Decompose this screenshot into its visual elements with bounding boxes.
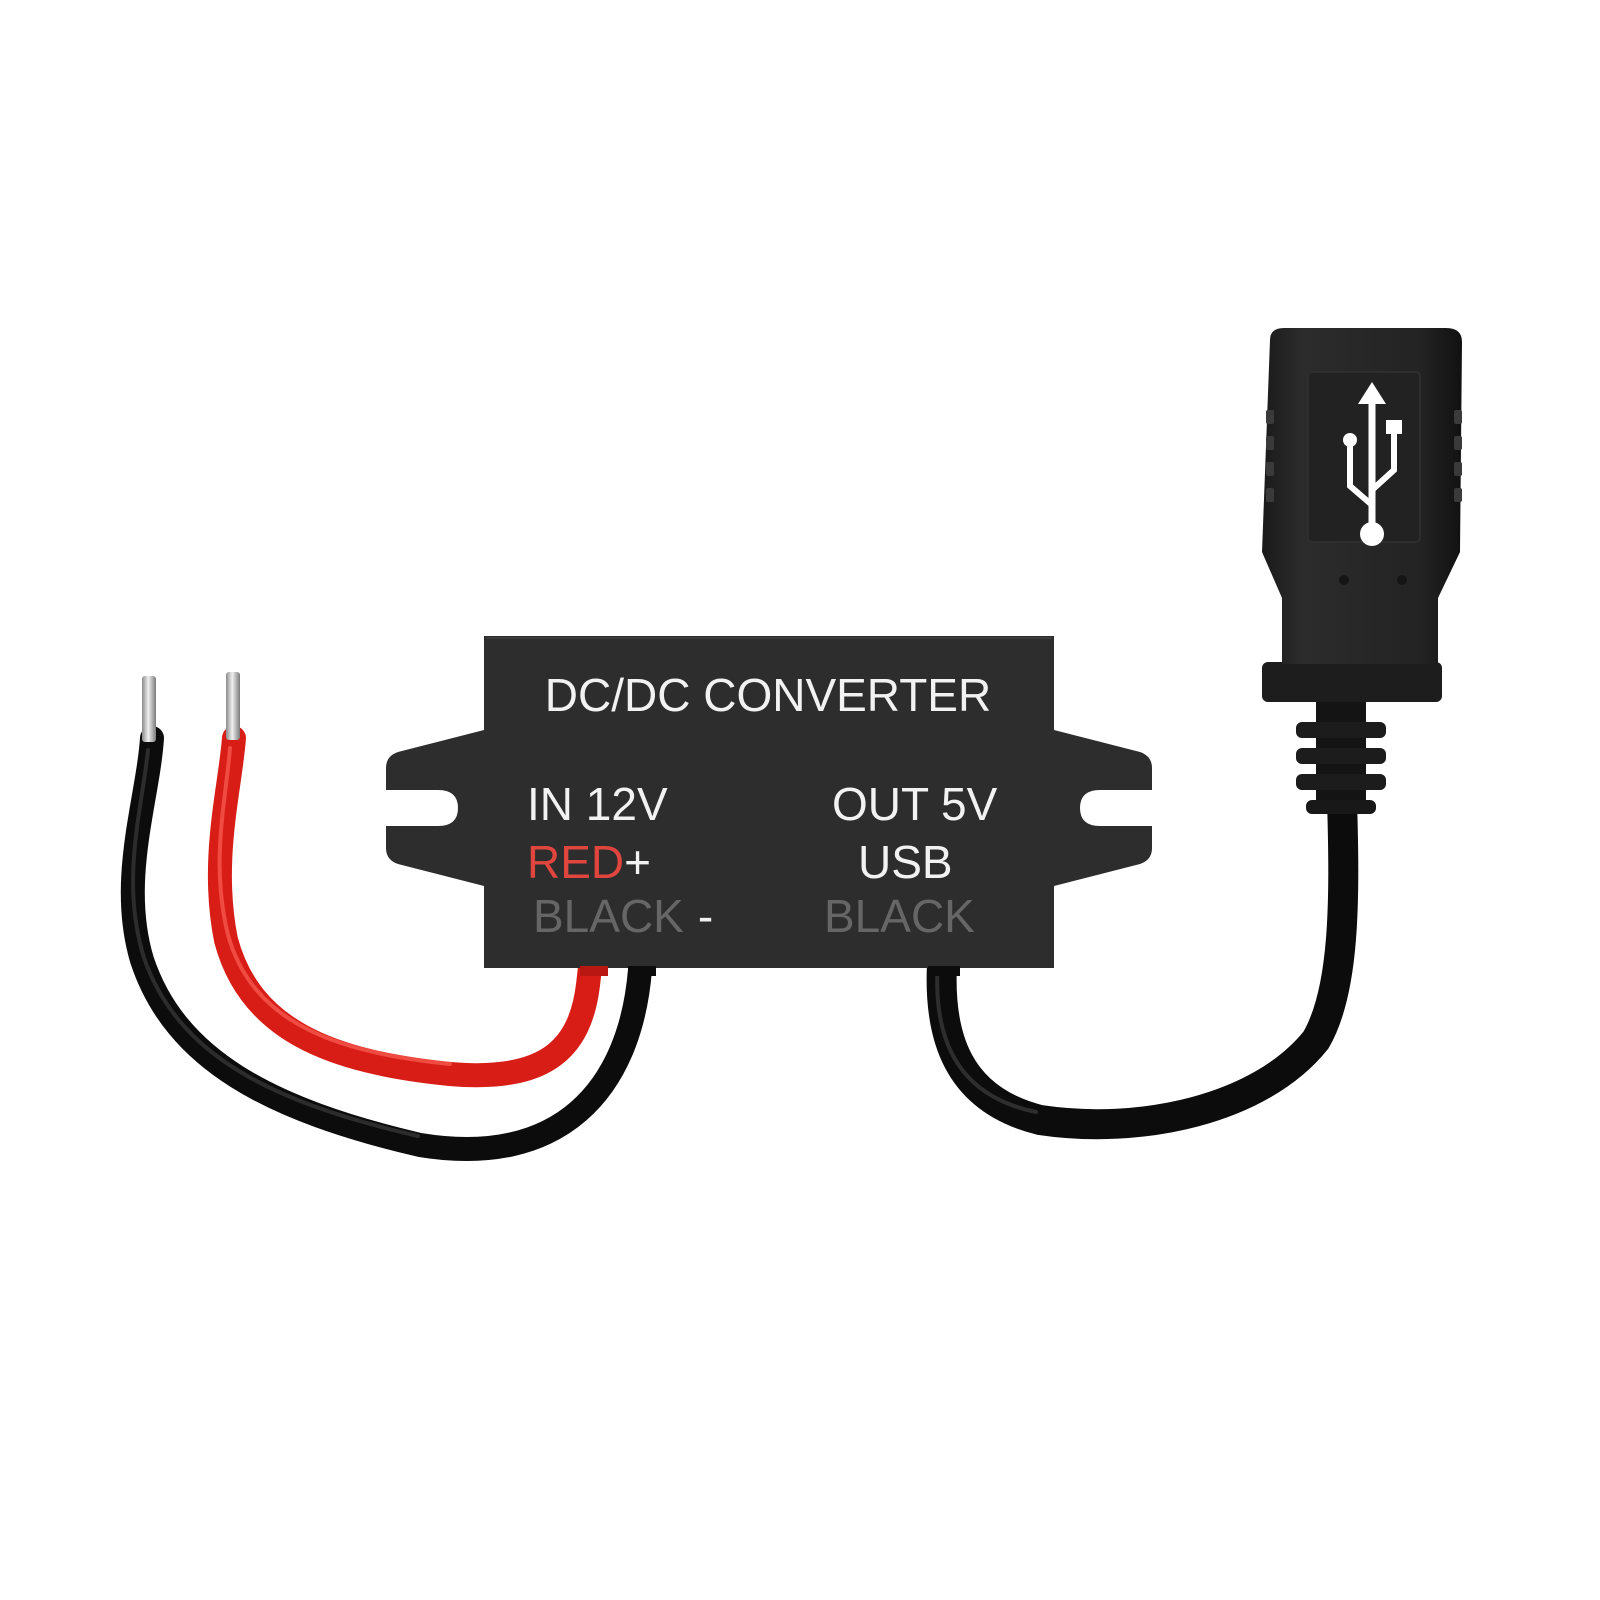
converter-body — [386, 636, 1152, 968]
usb-connector — [1262, 328, 1462, 814]
output-connector-label: USB — [858, 836, 953, 888]
strain-relief — [1296, 690, 1386, 814]
input-positive-color-word: RED — [527, 836, 624, 888]
input-positive-symbol: + — [624, 836, 651, 888]
input-negative-symbol: - — [698, 890, 713, 942]
input-wires — [120, 672, 653, 1161]
input-positive-label: RED+ — [527, 836, 651, 888]
output-cable — [926, 785, 1359, 1140]
input-negative-color-word: BLACK — [533, 890, 684, 942]
input-negative-label: BLACK- — [533, 890, 713, 942]
converter-housing: DC/DC CONVERTER IN 12V RED+ BLACK- OUT 5… — [386, 636, 1152, 968]
red-wire-pin — [226, 672, 240, 740]
usb-collar — [1262, 662, 1442, 702]
usb-trident-icon — [1343, 382, 1402, 546]
wire-entry — [580, 966, 960, 976]
input-voltage-label: IN 12V — [527, 778, 668, 830]
output-wire-label: BLACK — [824, 890, 975, 942]
usb-grip-notches — [1266, 410, 1462, 502]
black-wire-pin — [142, 676, 156, 742]
converter-title: DC/DC CONVERTER — [545, 669, 991, 721]
output-voltage-label: OUT 5V — [832, 778, 998, 830]
